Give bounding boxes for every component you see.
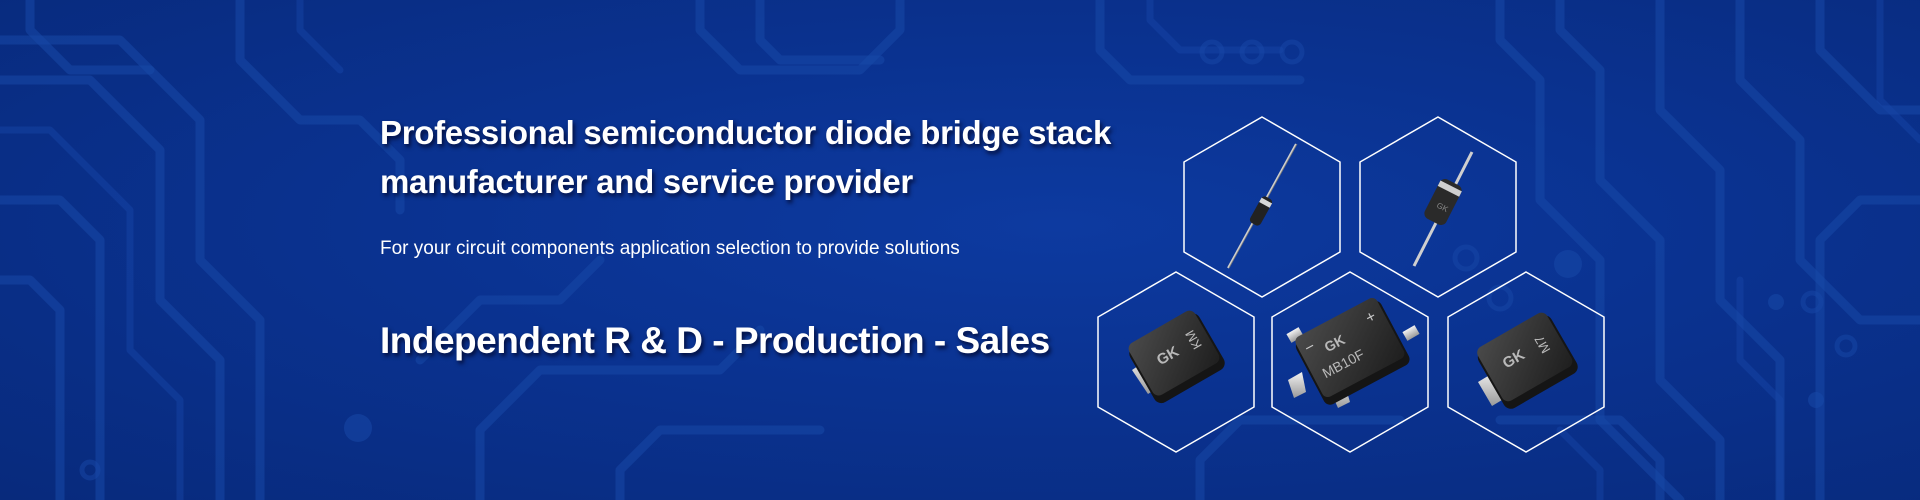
product-hex-smd-m7: GK M7	[1447, 271, 1605, 453]
axial-diode-small-image	[1227, 143, 1298, 269]
product-hex-bridge-mb10f: GK MB10F − +	[1271, 271, 1429, 453]
tagline: Independent R & D - Production - Sales	[380, 320, 1050, 361]
product-hex-axial-diode-small	[1183, 116, 1341, 298]
bridge-mb10f-image: GK MB10F − +	[1286, 298, 1420, 408]
headline: Professional semiconductor diode bridge …	[380, 114, 1112, 200]
product-hex-smd-km: GK KM	[1097, 271, 1255, 453]
subheadline: For your circuit components application …	[380, 238, 960, 259]
axial-diode-large-image: GK	[1412, 151, 1474, 267]
smd-m7-chip-image: GK M7	[1477, 312, 1578, 409]
product-hex-axial-diode-large: GK	[1359, 116, 1517, 298]
smd-km-chip-image: GK KM	[1128, 310, 1225, 404]
